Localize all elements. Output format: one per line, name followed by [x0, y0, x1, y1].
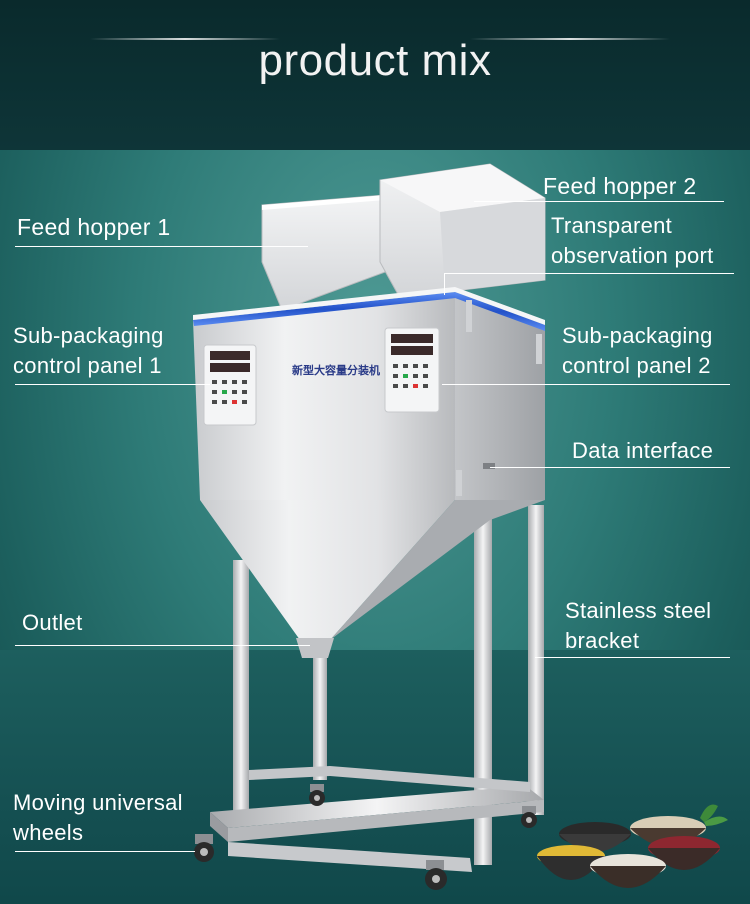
svg-text:新型大容量分装机: 新型大容量分装机	[292, 363, 380, 377]
frame-legs	[210, 490, 544, 872]
wheel-back-right	[521, 806, 537, 828]
control-panel-2	[384, 327, 440, 413]
leader-wheels	[15, 851, 195, 852]
label-observation-port-line1: Transparent	[551, 213, 673, 238]
data-interface-port	[456, 463, 495, 496]
leader-data-interface	[490, 467, 730, 468]
label-bracket-line2: bracket	[565, 628, 640, 653]
wheel-back-left	[309, 784, 325, 806]
label-feed-hopper-1: Feed hopper 1	[17, 214, 171, 240]
feed-hoppers	[261, 163, 546, 311]
label-outlet: Outlet	[22, 610, 83, 635]
leader-bracket	[535, 657, 730, 658]
wheel-front-left	[194, 834, 214, 862]
label-control-panel-2-line1: Sub-packaging	[562, 323, 713, 348]
page-title: product mix	[258, 36, 492, 85]
header-left-rule	[90, 38, 280, 40]
grain-bowls	[537, 804, 728, 888]
label-bracket-line1: Stainless steel	[565, 598, 712, 623]
label-control-panel-2-line2: control panel 2	[562, 353, 711, 378]
label-control-panel-1-line2: control panel 1	[13, 353, 162, 378]
label-wheels-line2: wheels	[13, 820, 84, 845]
leader-control-panel-2	[442, 384, 730, 385]
label-observation-port-line2: observation port	[551, 243, 714, 268]
label-wheels-line1: Moving universal	[13, 790, 183, 815]
leader-observation-port	[444, 273, 734, 274]
leader-feed-hopper-2	[474, 201, 724, 202]
funnel-cone	[200, 500, 545, 658]
header-banner: product mix	[0, 0, 750, 150]
leader-control-panel-1	[15, 384, 210, 385]
leader-observation-port-drop	[444, 273, 445, 295]
brand-badge: 新型大容量分装机	[292, 363, 380, 377]
wheel-front-right	[425, 860, 447, 890]
caster-wheels	[194, 784, 537, 890]
header-right-rule	[470, 38, 670, 40]
leader-feed-hopper-1	[15, 246, 308, 247]
label-control-panel-1-line1: Sub-packaging	[13, 323, 164, 348]
label-data-interface: Data interface	[572, 438, 714, 463]
control-panel-1	[203, 344, 257, 426]
leader-outlet	[15, 645, 310, 646]
label-feed-hopper-2: Feed hopper 2	[543, 173, 697, 199]
